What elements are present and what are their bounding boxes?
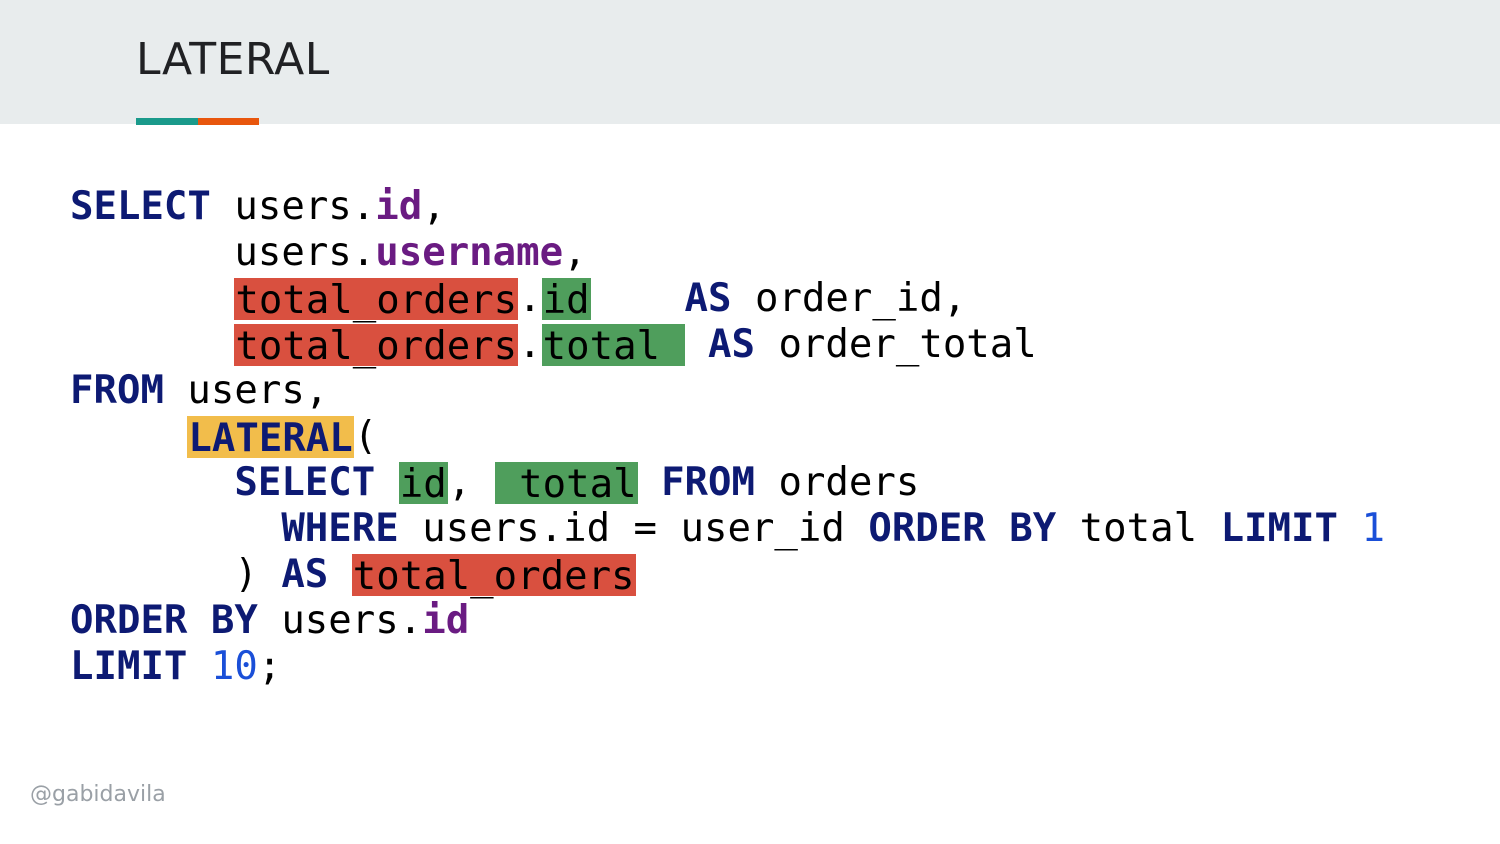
author-handle: @gabidavila: [30, 782, 166, 807]
keyword-order-by: ORDER BY: [868, 506, 1057, 551]
code-line-7: SELECT id, total FROM orders: [234, 460, 920, 507]
highlight-lateral: LATERAL: [187, 416, 354, 461]
dot: .: [518, 322, 542, 367]
code-line-6: LATERAL(: [187, 414, 378, 461]
code-line-1: SELECT users.id,: [70, 184, 446, 229]
sql-code-block: SELECT users.id, users.username, total_o…: [70, 184, 1385, 690]
code-line-11: LIMIT 10;: [70, 644, 282, 689]
column-id: id: [375, 184, 423, 229]
slide-header: LATERAL: [0, 0, 1500, 125]
alias-order-id: order_id: [754, 276, 943, 321]
code-line-8: WHERE users.id = user_id ORDER BY total …: [70, 506, 1385, 552]
highlight-total-orders: total_orders: [351, 554, 636, 599]
table-users: users: [187, 368, 305, 413]
dot: .: [351, 230, 376, 275]
table-users: users: [234, 230, 352, 275]
where-condition: users.id = user_id: [422, 506, 845, 551]
keyword-select: SELECT: [234, 460, 376, 505]
title-accent-orange: [198, 118, 259, 125]
column-total: total: [1079, 506, 1198, 551]
table-users: users: [281, 598, 399, 643]
column-username: username: [375, 230, 564, 275]
keyword-as: AS: [708, 322, 755, 367]
highlight-id: id: [398, 462, 448, 507]
table-users: users: [234, 184, 352, 229]
highlight-total-text: total: [542, 324, 661, 369]
code-line-4: total_orders.total AS order_total: [70, 322, 1385, 369]
limit-outer-value: 10: [210, 644, 258, 689]
keyword-limit: LIMIT: [70, 644, 188, 689]
highlight-total-orders: total_orders: [234, 278, 519, 323]
dot: .: [351, 184, 376, 229]
code-line-10: ORDER BY users.id: [70, 598, 1385, 644]
keyword-select: SELECT: [70, 184, 211, 229]
dot: .: [518, 276, 542, 321]
keyword-as: AS: [281, 552, 329, 597]
code-line-3: total_orders.id AS order_id,: [234, 276, 967, 323]
dot: .: [398, 598, 423, 643]
keyword-from: FROM: [70, 368, 164, 413]
alias-order-total: order_total: [778, 322, 1037, 367]
keyword-where: WHERE: [281, 506, 399, 551]
keyword-order-by: ORDER BY: [70, 598, 258, 643]
keyword-as: AS: [684, 276, 732, 321]
highlight-id: id: [541, 278, 591, 323]
keyword-limit: LIMIT: [1220, 506, 1338, 551]
code-line-9: ) AS total_orders: [70, 552, 636, 599]
code-line-5: FROM users,: [70, 368, 329, 413]
highlight-total-text: total: [519, 462, 637, 507]
slide-title: LATERAL: [136, 34, 330, 85]
table-orders: orders: [778, 460, 920, 505]
highlight-total: total: [541, 324, 685, 369]
column-id: id: [422, 598, 470, 643]
code-line-2: users.username,: [234, 230, 587, 275]
highlight-total-orders: total_orders: [234, 324, 519, 369]
title-accent-teal: [136, 118, 198, 125]
keyword-from: FROM: [661, 460, 755, 505]
limit-inner-value: 1: [1361, 506, 1385, 551]
highlight-total: total: [494, 462, 638, 507]
